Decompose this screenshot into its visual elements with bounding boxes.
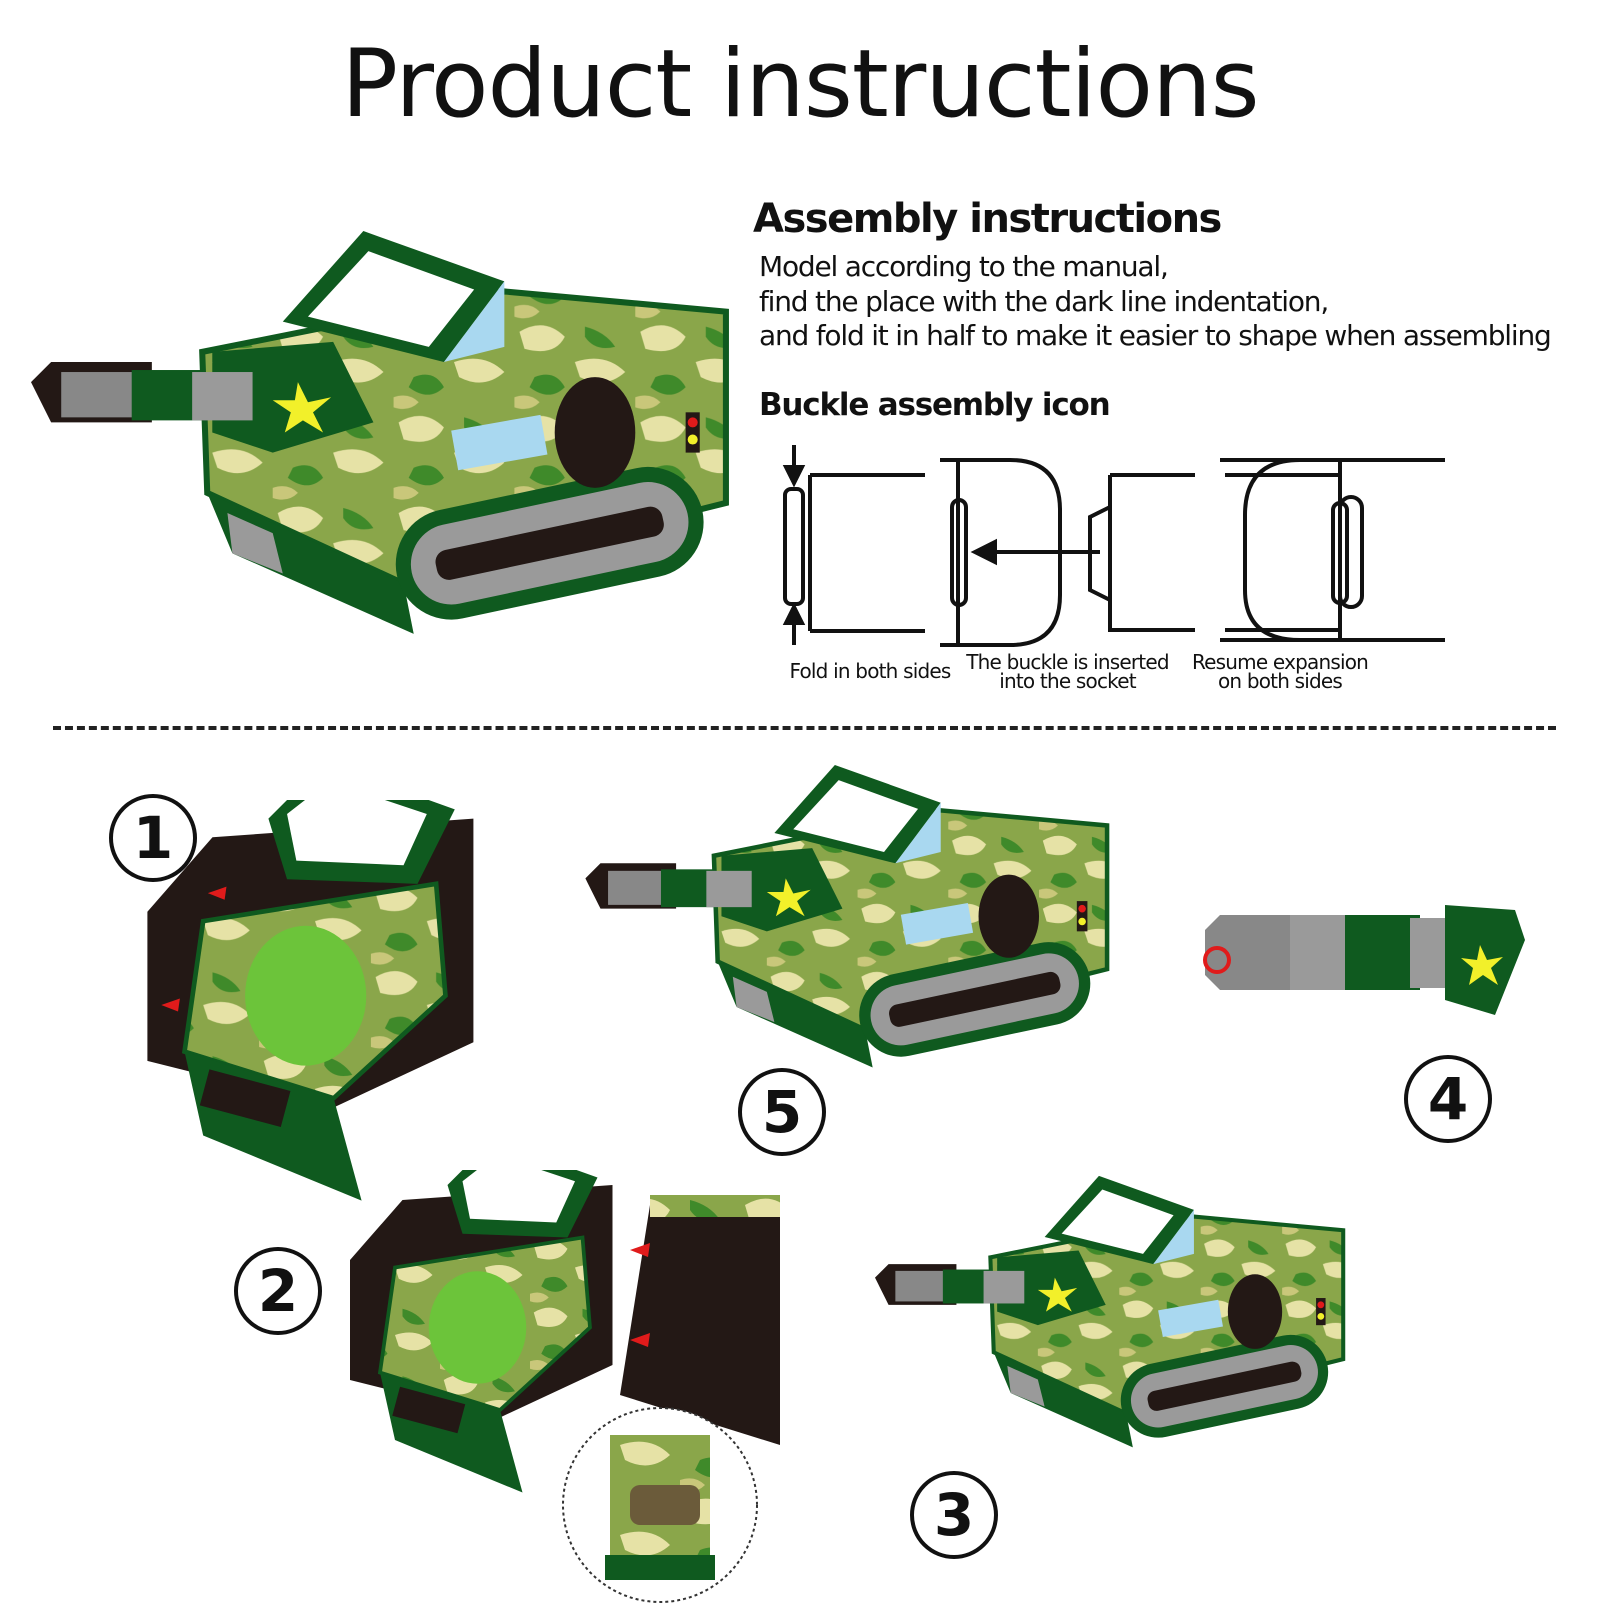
step-1-illustration xyxy=(130,800,500,1210)
assembly-instruction-line: and fold it in half to make it easier to… xyxy=(759,319,1552,352)
insert-diagram xyxy=(940,458,1195,647)
step-number-1: 1 xyxy=(109,794,197,882)
assembled-tank-illustration xyxy=(31,230,736,645)
caption-line: Fold in both sides xyxy=(789,659,951,683)
caption-line: on both sides xyxy=(1217,669,1343,693)
assembly-instruction-line: Model according to the manual, xyxy=(759,250,1169,283)
caption-line: The buckle is inserted xyxy=(966,650,1169,674)
buckle-assembly-heading: Buckle assembly icon xyxy=(759,387,1111,423)
step-number-5: 5 xyxy=(738,1068,826,1156)
step-number-4: 4 xyxy=(1404,1055,1492,1143)
assembly-instruction-line: find the place with the dark line indent… xyxy=(759,285,1329,318)
caption-line: Resume expansion xyxy=(1191,650,1369,674)
step-5-illustration xyxy=(570,765,1130,1075)
page-title: Product instructions xyxy=(341,30,1259,139)
expand-diagram xyxy=(1220,458,1445,642)
caption-fold: Fold in both sides xyxy=(780,659,960,683)
step-number-2: 2 xyxy=(234,1247,322,1335)
step-3-illustration xyxy=(875,1150,1350,1480)
assembly-instructions-heading: Assembly instructions xyxy=(753,196,1222,242)
step-4-illustration xyxy=(1203,905,1525,1015)
caption-line: into the socket xyxy=(999,669,1136,693)
step-number-3: 3 xyxy=(910,1471,998,1559)
detail-inset xyxy=(562,1407,758,1603)
dashed-divider xyxy=(53,726,1556,730)
buckle-diagram xyxy=(782,445,1445,647)
step-2-side-panel xyxy=(620,1195,780,1445)
fold-diagram xyxy=(782,445,925,645)
